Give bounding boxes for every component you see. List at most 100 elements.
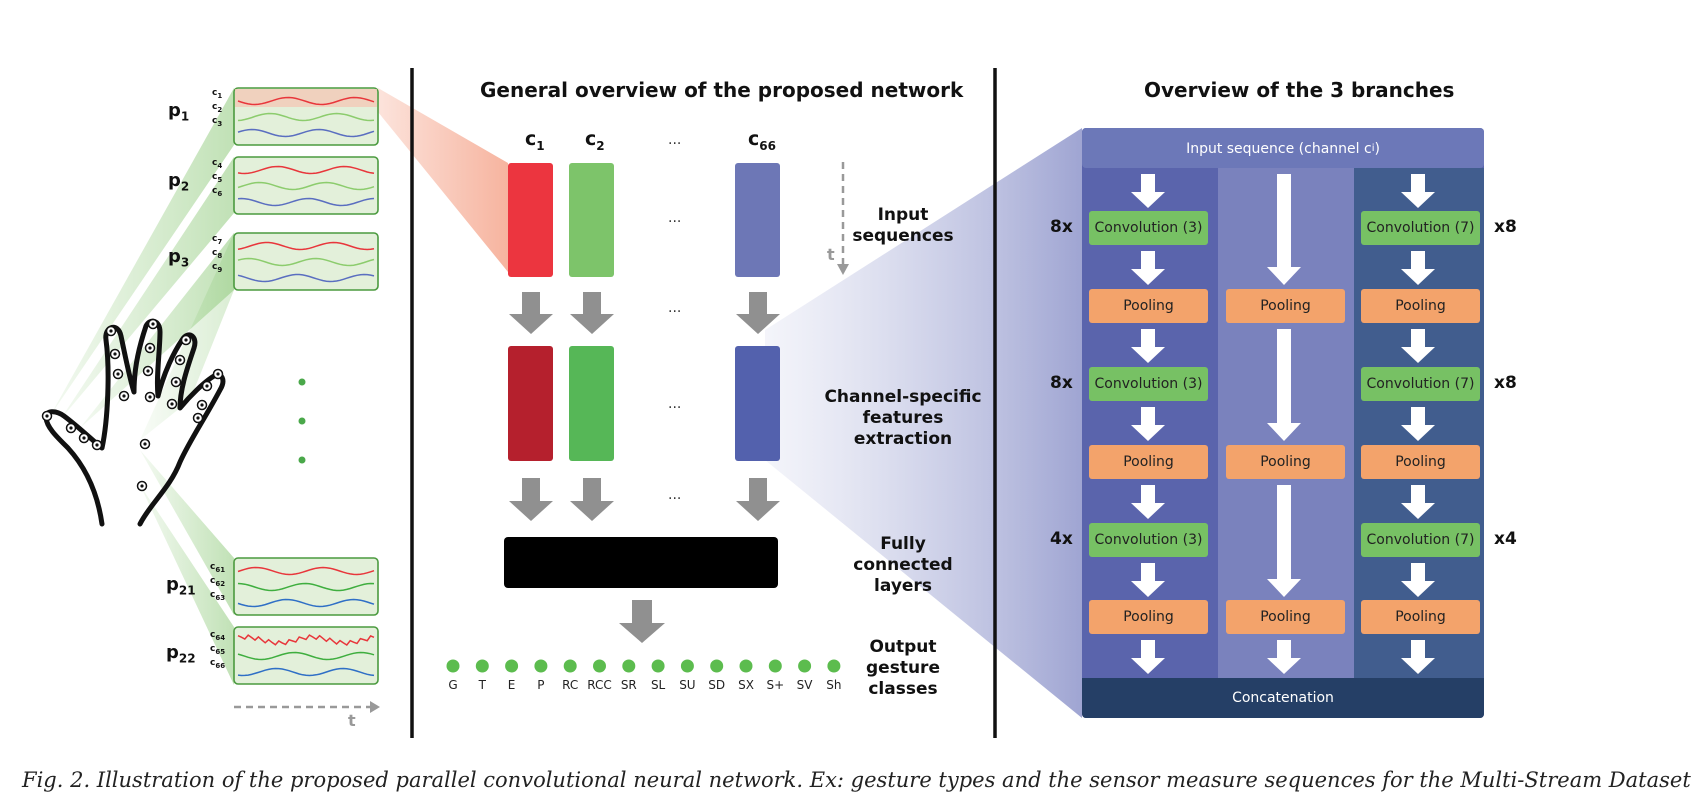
class-dot — [768, 659, 782, 673]
middle-header: General overview of the proposed network — [480, 78, 964, 102]
channel-labels-p22: c64 c65 c66 — [210, 630, 226, 670]
beam-purple — [765, 128, 1082, 718]
hand-sensors — [41, 318, 224, 492]
sensor-dot — [118, 390, 130, 402]
parts-ellipsis — [298, 378, 306, 464]
column-header-c66: c66 — [748, 128, 776, 153]
branch-arrow — [1401, 174, 1435, 208]
class-dot — [475, 659, 489, 673]
time-label-middle: t — [827, 245, 835, 264]
class-dot — [446, 659, 460, 673]
sensor-dot — [136, 480, 148, 492]
branch-header-band — [1082, 128, 1484, 168]
signal-box — [233, 87, 379, 146]
branch-arrow — [1267, 174, 1301, 285]
conv-left-3: Convolution (3) — [1089, 523, 1208, 557]
sensor-dot — [180, 334, 192, 346]
branch-arrow — [1131, 563, 1165, 597]
white-arrows — [1131, 174, 1435, 674]
left-mult-3: 4x — [1050, 529, 1073, 549]
pool-right-3: Pooling — [1361, 600, 1480, 634]
conv-right-2: Convolution (7) — [1361, 367, 1480, 401]
pool-mid-1: Pooling — [1226, 289, 1345, 323]
signal-line — [237, 257, 375, 267]
column-header-ellipsis: ... — [668, 132, 682, 148]
down-arrow — [570, 478, 614, 521]
part-label-p21: p21 — [166, 574, 196, 598]
pool-left-1: Pooling — [1089, 289, 1208, 323]
signal-line — [237, 598, 375, 608]
sensor-dot — [112, 368, 124, 380]
pool-mid-3: Pooling — [1226, 600, 1345, 634]
beam-red — [378, 88, 508, 272]
class-dot — [563, 659, 577, 673]
branch-arrow — [1401, 407, 1435, 441]
class-dot — [593, 659, 606, 673]
signal-line — [237, 634, 375, 646]
part-label-p22: p22 — [166, 642, 196, 666]
sensor-dot — [170, 376, 182, 388]
left-mult-2: 8x — [1050, 373, 1073, 393]
sensor-dot — [91, 439, 103, 451]
column-c1-feature — [508, 346, 553, 461]
signal-line — [237, 96, 375, 106]
channel-labels-p3: c7 c8 c9 — [212, 234, 223, 274]
class-dot — [534, 659, 548, 673]
ellipsis-arrow1: ... — [668, 300, 682, 316]
signal-line — [237, 128, 375, 138]
channel-labels-p2: c4 c5 c6 — [212, 158, 223, 198]
part-label-p3: p3 — [168, 246, 190, 270]
output-class-dots — [446, 659, 841, 673]
sensor-dot — [212, 368, 224, 380]
left-mult-1: 8x — [1050, 217, 1073, 237]
sensor-dot — [147, 318, 159, 330]
gray-arrows — [509, 292, 780, 643]
signal-box — [233, 626, 379, 685]
down-arrow — [619, 600, 665, 643]
column-header-c2: c2 — [585, 128, 605, 153]
concatenation-block: Concatenation — [1082, 678, 1484, 718]
conv-left-1: Convolution (3) — [1089, 211, 1208, 245]
branch-arrow — [1131, 485, 1165, 519]
down-arrow — [736, 292, 780, 334]
column-c66-input — [735, 163, 780, 277]
signal-line — [237, 181, 375, 191]
branch-arrow — [1401, 251, 1435, 285]
class-label: SR — [620, 678, 637, 692]
signal-line — [237, 112, 375, 122]
branch-arrow — [1401, 640, 1435, 674]
class-label: SX — [738, 678, 754, 692]
branch-arrow — [1131, 251, 1165, 285]
column-c2-feature — [569, 346, 614, 461]
class-dot — [710, 659, 724, 673]
sensor-dot — [41, 410, 53, 422]
signal-box — [233, 232, 379, 291]
pool-right-1: Pooling — [1361, 289, 1480, 323]
fully-connected-block — [504, 537, 778, 588]
branch-arrow — [1131, 407, 1165, 441]
signal-boxes — [233, 87, 379, 685]
signal-line — [237, 241, 375, 251]
sensor-dot — [105, 325, 117, 337]
class-label: Sh — [826, 678, 842, 692]
ellipsis-arrow2: ... — [668, 487, 682, 503]
sensor-dot — [166, 398, 178, 410]
time-label-left: t — [348, 711, 356, 730]
pool-mid-2: Pooling — [1226, 445, 1345, 479]
class-dot — [622, 659, 636, 673]
branch-arrow — [1401, 563, 1435, 597]
class-label: RCC — [587, 678, 612, 692]
sensor-dot — [109, 348, 121, 360]
network-columns — [504, 163, 780, 588]
right-mult-3: x4 — [1494, 529, 1517, 549]
sensor-dot — [65, 422, 77, 434]
right-header: Overview of the 3 branches — [1144, 78, 1455, 102]
signal-line — [237, 566, 375, 576]
signal-line — [237, 273, 375, 283]
pool-left-3: Pooling — [1089, 600, 1208, 634]
signal-box — [233, 156, 379, 215]
